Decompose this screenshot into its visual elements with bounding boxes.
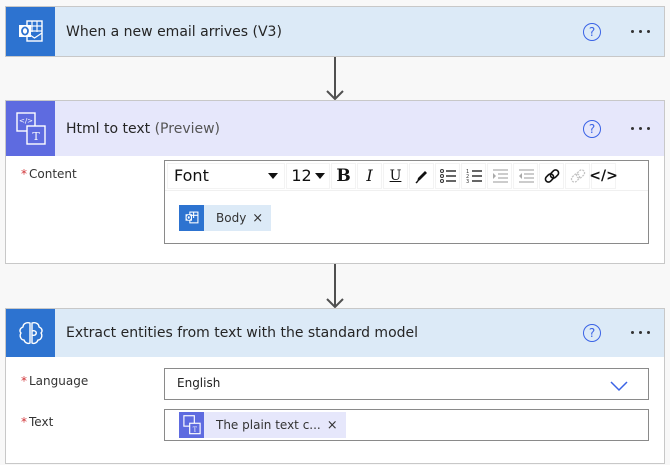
unlink-icon[interactable]: [565, 162, 590, 189]
chevron-down-icon[interactable]: [610, 377, 628, 396]
svg-text:T: T: [32, 130, 40, 143]
required-marker: *: [21, 415, 27, 429]
ellipsis-icon[interactable]: [631, 29, 650, 33]
step-title: Extract entities from text with the stan…: [66, 325, 419, 341]
content-label: *Content: [21, 167, 77, 181]
html-to-text-icon: </> T: [6, 101, 55, 156]
link-icon[interactable]: [539, 162, 564, 189]
font-size-label: 12: [291, 166, 312, 185]
help-icon[interactable]: ?: [583, 324, 601, 342]
step-header[interactable]: When a new email arrives (V3) ?: [6, 7, 664, 56]
label-text: Content: [29, 167, 77, 181]
language-dropdown[interactable]: English: [164, 368, 649, 400]
step-card-extract-entities[interactable]: Extract entities from text with the stan…: [5, 308, 665, 464]
step-title-text: Html to text: [66, 120, 151, 137]
required-marker: *: [21, 374, 27, 388]
flow-arrow-down-icon: [325, 264, 345, 309]
svg-text:1: 1: [466, 169, 469, 175]
text-label: *Text: [21, 415, 53, 429]
step-card-html-to-text[interactable]: </> T Html to text (Preview) ? *Content …: [5, 100, 665, 264]
bullet-list-icon[interactable]: [435, 162, 460, 189]
help-icon[interactable]: ?: [583, 22, 601, 41]
caret-down-icon: [268, 172, 278, 179]
html-to-text-icon: T: [179, 412, 204, 438]
required-marker: *: [21, 167, 27, 181]
code-view-icon[interactable]: </>: [589, 162, 618, 189]
color-picker-icon[interactable]: [409, 162, 434, 189]
ellipsis-icon[interactable]: [631, 331, 650, 334]
bold-icon[interactable]: B: [331, 162, 356, 189]
italic-icon[interactable]: I: [357, 162, 382, 189]
remove-token-icon[interactable]: ×: [252, 210, 264, 226]
token-label: The plain text c...: [216, 418, 321, 432]
indent-icon[interactable]: [487, 162, 512, 189]
step-title: When a new email arrives (V3): [66, 23, 282, 40]
outdent-icon[interactable]: [513, 162, 538, 189]
underline-icon[interactable]: U: [383, 162, 408, 189]
step-title: Html to text (Preview): [66, 121, 664, 137]
ellipsis-icon[interactable]: [631, 126, 650, 130]
text-input[interactable]: T The plain text c... ×: [164, 409, 649, 441]
svg-text:</>: </>: [18, 117, 32, 125]
body-token[interactable]: Body ×: [179, 205, 272, 231]
language-label: *Language: [21, 374, 88, 388]
help-icon[interactable]: ?: [583, 119, 601, 138]
svg-text:T: T: [192, 426, 197, 433]
remove-token-icon[interactable]: ×: [326, 417, 338, 433]
step-card-new-email[interactable]: When a new email arrives (V3) ?: [5, 6, 665, 57]
preview-tag: (Preview): [154, 120, 221, 137]
svg-text:2: 2: [466, 174, 469, 180]
ai-brain-icon: [6, 309, 55, 357]
label-text: Text: [29, 415, 54, 429]
caret-down-icon: [314, 172, 325, 179]
font-label: Font: [174, 166, 209, 185]
plain-text-token[interactable]: T The plain text c... ×: [179, 412, 346, 438]
svg-text:3: 3: [466, 179, 469, 184]
font-family-dropdown[interactable]: Font: [167, 162, 285, 189]
step-header[interactable]: Extract entities from text with the stan…: [6, 309, 664, 357]
flow-arrow-down-icon: [325, 57, 345, 101]
label-text: Language: [29, 374, 89, 388]
font-size-dropdown[interactable]: 12: [286, 162, 330, 189]
step-header[interactable]: </> T Html to text (Preview) ?: [6, 101, 664, 156]
outlook-icon: [6, 7, 55, 56]
token-label: Body: [216, 211, 247, 225]
language-value: English: [177, 376, 221, 390]
outlook-icon: [179, 205, 204, 231]
